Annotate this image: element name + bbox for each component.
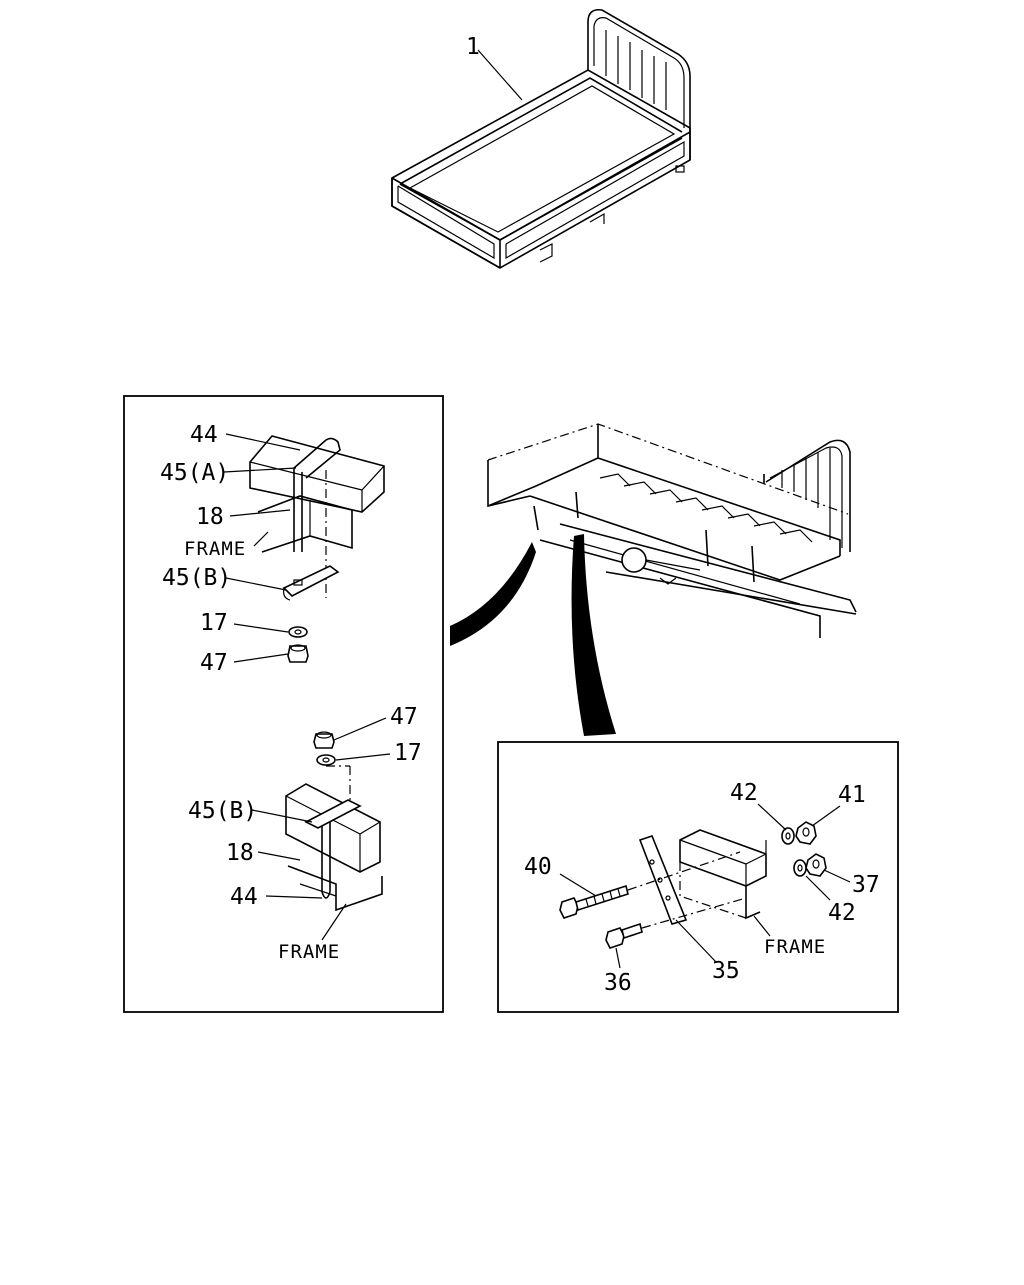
label-washer-top: 17 bbox=[200, 610, 228, 636]
label-spacer-top: 18 bbox=[196, 504, 224, 530]
label-bolt-r: 40 bbox=[524, 854, 552, 880]
label-washer-r1: 42 bbox=[730, 780, 758, 806]
label-u-bolt-mid: 44 bbox=[230, 884, 258, 910]
callout-arrow-right bbox=[571, 534, 616, 736]
label-frame-r: FRAME bbox=[764, 936, 826, 958]
right-detail-box bbox=[497, 741, 899, 1013]
label-nut-mid: 47 bbox=[390, 704, 418, 730]
label-clamp-a: 45(A) bbox=[160, 460, 229, 486]
label-clamp-b-top: 45(B) bbox=[162, 565, 231, 591]
label-u-bolt-top: 44 bbox=[190, 422, 218, 448]
label-bed: 1 bbox=[466, 34, 480, 60]
label-bolt-r2: 36 bbox=[604, 970, 632, 996]
label-frame-mid: FRAME bbox=[278, 941, 340, 963]
label-nut-r2: 37 bbox=[852, 872, 880, 898]
bed-on-chassis-illustration bbox=[487, 423, 857, 638]
label-bracket-r: 35 bbox=[712, 958, 740, 984]
label-washer-r2: 42 bbox=[828, 900, 856, 926]
left-detail-box bbox=[123, 395, 444, 1013]
label-frame-top: FRAME bbox=[184, 538, 246, 560]
label-nut-r1: 41 bbox=[838, 782, 866, 808]
label-washer-mid: 17 bbox=[394, 740, 422, 766]
label-nut-top: 47 bbox=[200, 650, 228, 676]
leader-bed bbox=[477, 49, 523, 101]
lower-clamp-assembly bbox=[285, 731, 383, 912]
bracket-assembly bbox=[559, 821, 827, 949]
label-spacer-mid: 18 bbox=[226, 840, 254, 866]
callout-arrow-left bbox=[450, 542, 536, 646]
truck-bed-illustration bbox=[391, 8, 691, 269]
label-clamp-b-mid: 45(B) bbox=[188, 798, 257, 824]
